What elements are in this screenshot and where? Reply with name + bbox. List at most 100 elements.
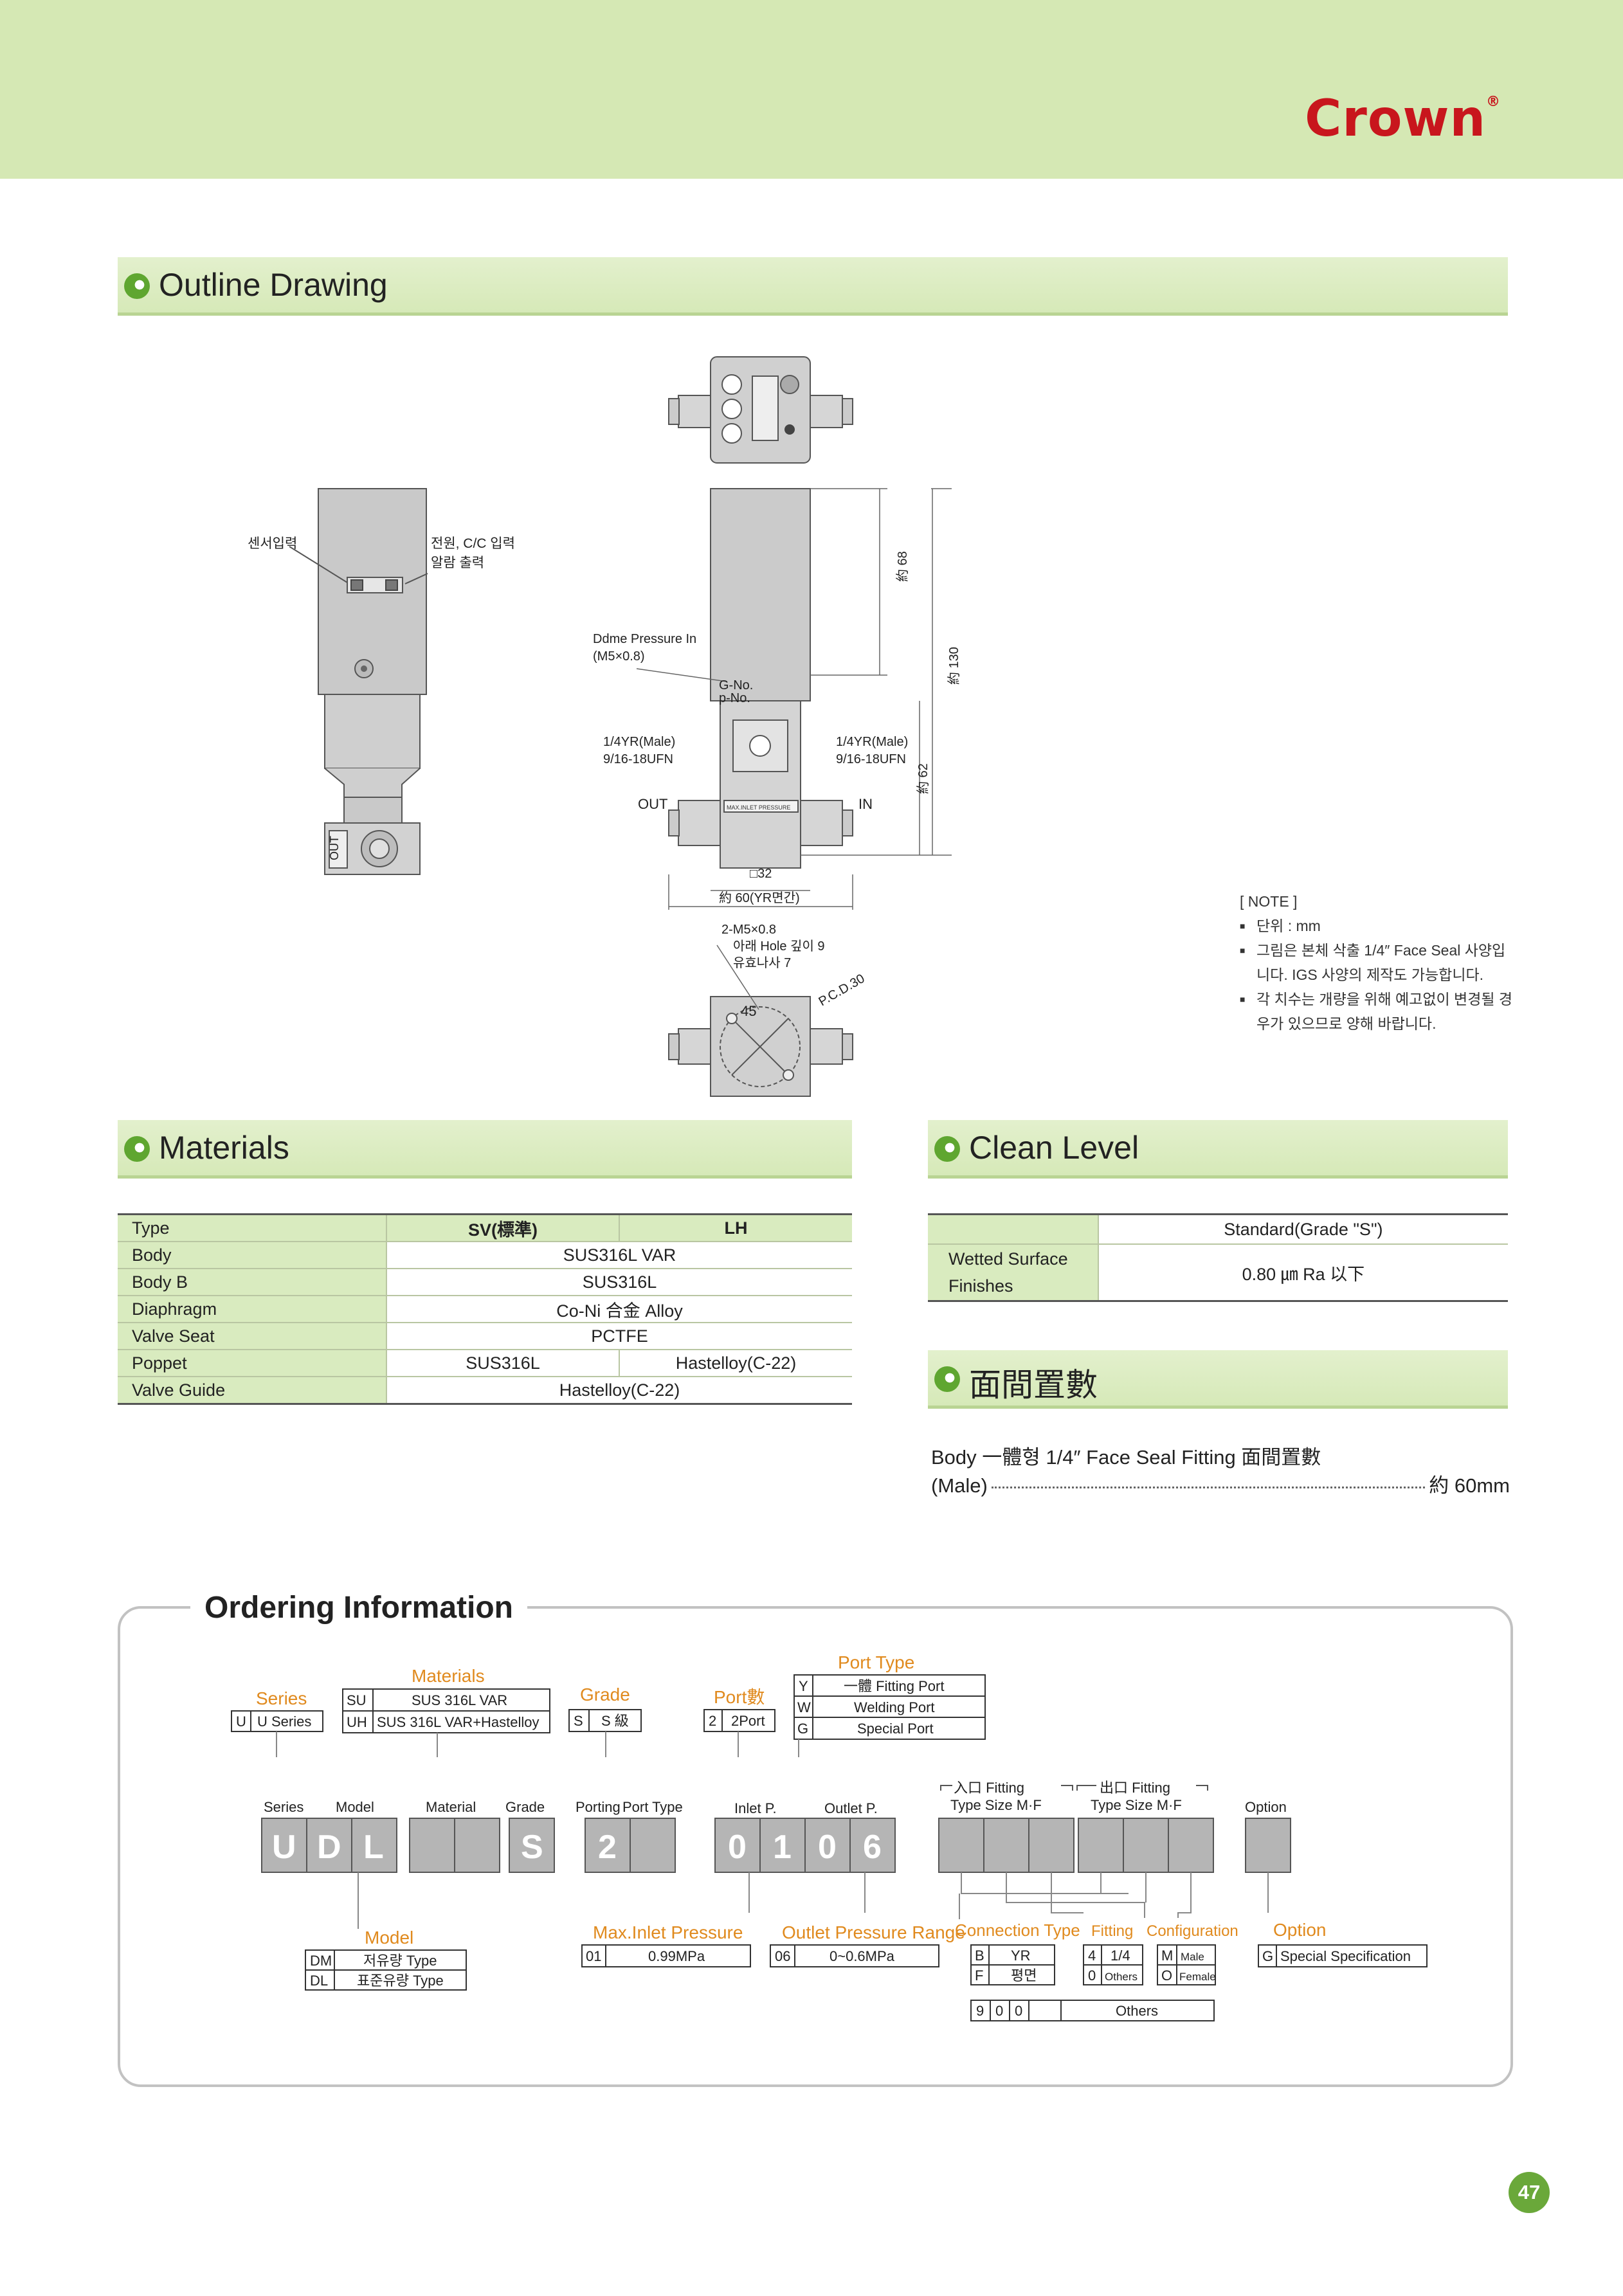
ordering-title: Ordering Information bbox=[190, 1590, 527, 1625]
table-row: Type SV(標準) LH bbox=[118, 1213, 852, 1242]
label-inlet: Inlet P. bbox=[734, 1800, 777, 1816]
materials-title: Materials bbox=[412, 1666, 485, 1686]
bottom-effective-label: 유효나사 7 bbox=[733, 955, 791, 970]
row-label: Body bbox=[118, 1242, 386, 1269]
table-row: Standard(Grade "S") bbox=[928, 1213, 1508, 1245]
table-row: Valve Seat PCTFE bbox=[118, 1323, 852, 1350]
label-series: Series bbox=[264, 1799, 304, 1815]
port-type-title: Port Type bbox=[838, 1656, 914, 1672]
table-row: Valve Guide Hastelloy(C-22) bbox=[118, 1377, 852, 1405]
f2f-male: (Male) bbox=[931, 1474, 988, 1497]
dome-pressure-label: Ddme Pressure In bbox=[593, 632, 696, 646]
option-title: Option bbox=[1273, 1920, 1327, 1940]
note: [ NOTE ] 단위 : mm 그림은 본체 삭출 1/4″ Face Sea… bbox=[1240, 889, 1516, 1036]
porttype-desc: 一體 Fitting Port bbox=[844, 1678, 944, 1694]
connection-type-title: Connection Type bbox=[955, 1921, 1080, 1940]
config-code: M bbox=[1161, 1948, 1173, 1964]
row-value: SUS316L bbox=[386, 1350, 619, 1377]
top-view bbox=[668, 356, 853, 464]
code-box: 1 bbox=[773, 1829, 792, 1866]
outlet-range-code: 06 bbox=[775, 1948, 790, 1964]
label-model: Model bbox=[336, 1799, 374, 1815]
label-out-fitting: 出口 Fitting bbox=[1100, 1780, 1170, 1796]
label-port-type: Port Type bbox=[622, 1799, 683, 1815]
series-code: U bbox=[236, 1713, 246, 1730]
outline-drawing: 센서입력 전원, C/C 입력 알람 출력 OUT bbox=[248, 356, 961, 1097]
f2f-line: Body 一體형 1/4″ Face Seal Fitting 面間置數 bbox=[931, 1446, 1321, 1469]
port-code: 2 bbox=[709, 1713, 716, 1729]
grade-title: Grade bbox=[580, 1685, 630, 1704]
bullet-icon bbox=[934, 1366, 960, 1392]
row-value: Hastelloy(C-22) bbox=[619, 1350, 852, 1377]
config-code: O bbox=[1161, 1967, 1172, 1984]
table-row: Body SUS316L VAR bbox=[118, 1242, 852, 1269]
materials-table: Type SV(標準) LH Body SUS316L VAR Body B S… bbox=[118, 1213, 852, 1405]
fitting-title: Fitting bbox=[1091, 1922, 1133, 1940]
bottom-thread-label: 2-M5×0.8 bbox=[721, 923, 776, 937]
code-box: U bbox=[272, 1829, 296, 1866]
dim-60: 約 60(YR면간) bbox=[719, 890, 800, 905]
model-code: DL bbox=[310, 1973, 328, 1989]
note-item: 그림은 본체 삭출 1/4″ Face Seal 사양입니다. IGS 사양의 … bbox=[1240, 938, 1516, 987]
row-label: Valve Seat bbox=[118, 1323, 386, 1350]
alarm-output-label: 알람 출력 bbox=[431, 556, 484, 570]
fitting-desc: 1/4 bbox=[1111, 1948, 1130, 1964]
row-value: 0.80 ㎛ Ra 以下 bbox=[1097, 1244, 1508, 1302]
label-in-fitting-type: Type Size M·F bbox=[950, 1797, 1042, 1813]
bottom-view bbox=[668, 945, 853, 1097]
porttype-code: W bbox=[797, 1699, 811, 1715]
max-inlet-code: 01 bbox=[586, 1948, 601, 1964]
config-desc: Male bbox=[1181, 1951, 1204, 1963]
config-desc: Female bbox=[1179, 1971, 1216, 1983]
power-input-label: 전원, C/C 입력 bbox=[431, 536, 515, 551]
label-grade: Grade bbox=[505, 1799, 545, 1815]
series-desc: U Series bbox=[257, 1713, 311, 1730]
right-thread-label: 9/16-18UFN bbox=[836, 752, 906, 766]
mat-desc: SUS 316L VAR+Hastelloy bbox=[377, 1714, 539, 1730]
pcd-label: P.C.D.30 bbox=[817, 972, 867, 1009]
porttype-code: Y bbox=[799, 1678, 808, 1694]
model-desc: 표준유량 Type bbox=[357, 1973, 444, 1989]
dome-thread-label: (M5×0.8) bbox=[593, 649, 645, 664]
conn-desc: YR bbox=[1011, 1948, 1031, 1964]
label-option: Option bbox=[1245, 1799, 1287, 1815]
dim-68: 約 68 bbox=[895, 551, 910, 582]
fitting-desc: Others bbox=[1105, 1971, 1138, 1983]
bullet-icon bbox=[124, 1136, 150, 1162]
outlet-range-title: Outlet Pressure Range bbox=[782, 1922, 965, 1942]
model-title: Model bbox=[365, 1928, 413, 1948]
row-value: SUS316L bbox=[386, 1269, 852, 1296]
fitting-code: 0 bbox=[1088, 1967, 1096, 1984]
bottom-hole-label: 아래 Hole 깊이 9 bbox=[733, 939, 825, 954]
row-value: Co-Ni 合金 Alloy bbox=[386, 1296, 852, 1323]
conn-code: F bbox=[975, 1967, 983, 1984]
code-box: D bbox=[317, 1829, 341, 1866]
header-cell: Type bbox=[118, 1213, 386, 1242]
mat-code: SU bbox=[347, 1692, 367, 1708]
sensor-input-label: 센서입력 bbox=[248, 536, 297, 551]
section-header-f2f: 面間置數 bbox=[928, 1350, 1508, 1409]
out-label: OUT bbox=[638, 796, 667, 812]
left-fitting-label: 1/4YR(Male) bbox=[603, 735, 675, 749]
row-value: SUS316L VAR bbox=[386, 1242, 852, 1269]
code-box: L bbox=[363, 1829, 384, 1866]
model-code: DM bbox=[310, 1953, 332, 1969]
label-porting: Porting bbox=[576, 1799, 621, 1815]
grade-desc: S 級 bbox=[601, 1713, 629, 1729]
angle-label: 45 bbox=[741, 1003, 756, 1019]
g-no-label: G-No. bbox=[719, 678, 753, 692]
note-item: 각 치수는 개량을 위해 예고없이 변경될 경우가 있으므로 양해 바랍니다. bbox=[1240, 987, 1516, 1036]
conn-other-desc: Others bbox=[1116, 2003, 1158, 2019]
header-cell: LH bbox=[619, 1213, 852, 1242]
note-title: [ NOTE ] bbox=[1240, 893, 1298, 910]
in-label: IN bbox=[858, 796, 873, 812]
bullet-icon bbox=[934, 1136, 960, 1162]
side-view bbox=[289, 488, 428, 875]
code-box: 6 bbox=[863, 1829, 882, 1866]
dim-32: □32 bbox=[750, 867, 772, 881]
model-desc: 저유량 Type bbox=[363, 1953, 437, 1969]
fitting-code: 4 bbox=[1088, 1948, 1096, 1964]
conn-other-code: 9 bbox=[976, 2003, 984, 2019]
row-label: Valve Guide bbox=[118, 1377, 386, 1405]
